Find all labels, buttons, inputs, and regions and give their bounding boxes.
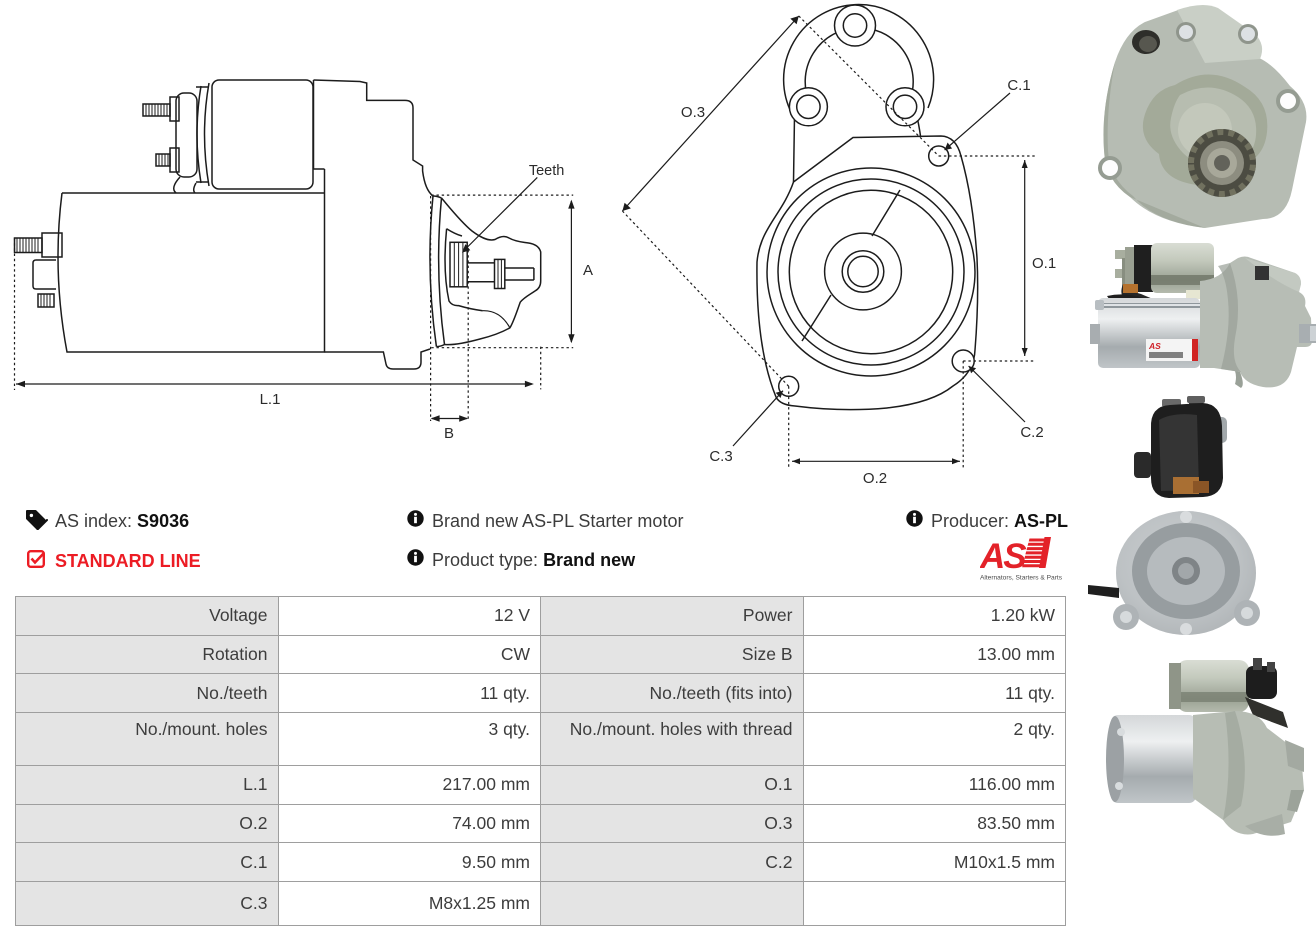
svg-text:A: A <box>583 262 593 279</box>
svg-text:L.1: L.1 <box>260 391 281 408</box>
svg-text:Alternators, Starters & Parts: Alternators, Starters & Parts <box>980 575 1063 582</box>
svg-text:O.2: O.2 <box>863 470 887 487</box>
svg-text:AS: AS <box>980 537 1026 576</box>
svg-text:AS: AS <box>1148 341 1161 351</box>
svg-text:C.2: C.2 <box>1020 424 1043 441</box>
svg-text:C.3: C.3 <box>709 448 732 465</box>
svg-text:Teeth: Teeth <box>529 163 564 179</box>
svg-text:C.1: C.1 <box>1007 77 1030 94</box>
svg-text:O.1: O.1 <box>1032 255 1056 272</box>
svg-text:B: B <box>444 425 454 442</box>
svg-text:O.3: O.3 <box>681 104 705 121</box>
